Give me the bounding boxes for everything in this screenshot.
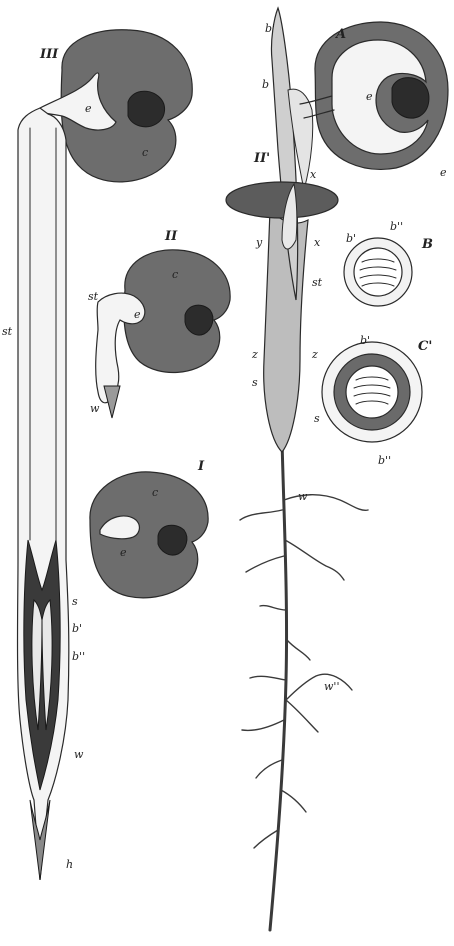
label-ii-prime-s: s bbox=[252, 376, 258, 389]
label-c-s: s bbox=[314, 412, 320, 425]
label-ii-w: w bbox=[90, 402, 100, 415]
label-a-e2: e bbox=[440, 166, 447, 179]
label-section-a: A bbox=[334, 27, 346, 42]
label-ii-prime-b: b bbox=[262, 78, 269, 91]
label-iii-c: c bbox=[142, 146, 148, 159]
section-a-group: A e e bbox=[300, 22, 448, 179]
label-iii-b1: b' bbox=[72, 622, 82, 635]
label-ii-prime-b-prime: b' bbox=[265, 22, 275, 35]
embryo-a bbox=[392, 78, 429, 118]
label-z-2: z bbox=[311, 348, 318, 361]
label-iii-st: st bbox=[2, 325, 13, 338]
label-c-b-prime: b' bbox=[360, 334, 370, 347]
embryo-iii bbox=[128, 91, 165, 127]
label-ii-st: st bbox=[88, 290, 99, 303]
label-iii-h: h bbox=[66, 858, 73, 871]
label-c-b-double: b'' bbox=[378, 454, 391, 467]
label-stage-iii: III bbox=[39, 47, 59, 62]
label-section-c: C' bbox=[418, 339, 432, 354]
label-iii-s: s bbox=[72, 595, 78, 608]
label-ii-prime-st: st bbox=[312, 276, 323, 289]
stage-iii-group: III e c st s b' b'' w h bbox=[2, 30, 192, 880]
label-b-b-prime: b' bbox=[346, 232, 356, 245]
label-stage-ii: II bbox=[164, 229, 178, 244]
label-ii-c: c bbox=[172, 268, 178, 281]
label-x-2: x bbox=[314, 236, 321, 249]
section-c-inner bbox=[346, 366, 398, 418]
label-iii-w: w bbox=[74, 748, 84, 761]
main-root bbox=[270, 440, 287, 930]
label-x-1: x bbox=[310, 168, 317, 181]
label-i-c: c bbox=[152, 486, 158, 499]
seed-disc-ii-prime bbox=[226, 182, 338, 218]
label-iii-b2: b'' bbox=[72, 650, 85, 663]
label-a-e: e bbox=[366, 90, 373, 103]
label-section-b: B bbox=[421, 237, 433, 252]
stage-ii-group: II st e c w bbox=[88, 229, 230, 418]
label-iii-e: e bbox=[85, 102, 92, 115]
label-b-b-double: b'' bbox=[390, 220, 403, 233]
label-ii-prime-w: w bbox=[298, 490, 308, 503]
label-z-1: z bbox=[251, 348, 258, 361]
stage-i-group: I c e bbox=[90, 459, 208, 598]
label-ii-e: e bbox=[134, 308, 141, 321]
embryo-ii bbox=[185, 305, 213, 335]
section-c-group: b' C' s b'' bbox=[314, 334, 432, 467]
label-ii-prime-w2: w'' bbox=[324, 680, 339, 693]
section-b-inner bbox=[354, 248, 402, 296]
label-i-e: e bbox=[120, 546, 127, 559]
label-stage-ii-prime: II' bbox=[253, 151, 270, 166]
lateral-roots bbox=[240, 495, 368, 848]
label-stage-i: I bbox=[197, 459, 205, 474]
embryo-i bbox=[158, 525, 187, 555]
section-b-group: b' b'' B bbox=[344, 220, 433, 306]
label-y: y bbox=[255, 236, 263, 249]
